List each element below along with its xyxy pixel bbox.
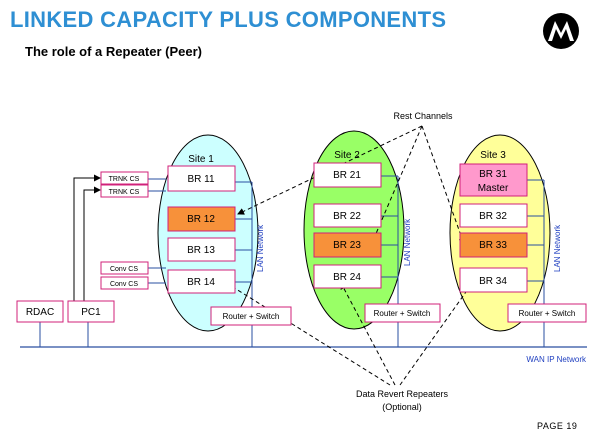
- repeater-br13: BR 13: [167, 237, 236, 262]
- master-label: Master: [478, 183, 509, 194]
- repeater-label: BR 11: [187, 174, 214, 185]
- router-label: Router + Switch: [223, 312, 280, 321]
- repeater-label: BR 14: [187, 277, 215, 288]
- repeater-label: BR 34: [479, 276, 507, 287]
- data-revert-optional-label: (Optional): [382, 402, 422, 412]
- trunked-control-station-1: TRNK CS: [100, 171, 149, 185]
- trunked-control-station-2: TRNK CS: [100, 184, 149, 198]
- conventional-control-station-1: Conv CS: [100, 261, 149, 275]
- repeater-br23: BR 23: [313, 232, 382, 258]
- site-2-router-switch: Router + Switch: [364, 303, 441, 323]
- pc1-device: PC1: [67, 300, 115, 323]
- site-3-lan: [527, 179, 545, 347]
- site-2-lan-label: LAN Network: [403, 218, 412, 266]
- motorola-logo-icon: [543, 13, 579, 49]
- repeater-br31-master: BR 31 Master: [459, 163, 528, 197]
- repeater-br14: BR 14: [167, 269, 236, 294]
- site-1-label: Site 1: [188, 154, 214, 165]
- repeater-label: BR 12: [187, 214, 215, 225]
- data-revert-label: Data Revert Repeaters: [356, 389, 449, 399]
- site-1-lan: [235, 181, 253, 347]
- device-label: PC1: [81, 307, 101, 318]
- cs-label: TRNK CS: [109, 176, 140, 183]
- cs-label: Conv CS: [110, 281, 138, 288]
- rest-channels-label: Rest Channels: [393, 111, 453, 121]
- router-label: Router + Switch: [374, 309, 431, 318]
- site-3-lan-label: LAN Network: [553, 224, 562, 272]
- repeater-br32: BR 32: [459, 203, 528, 228]
- wan-label: WAN IP Network: [526, 355, 587, 364]
- cs-links: [39, 178, 166, 347]
- rdac-device: RDAC: [16, 300, 64, 323]
- repeater-label: BR 24: [333, 272, 361, 283]
- page-number: PAGE 19: [537, 421, 578, 431]
- cs-label: TRNK CS: [109, 189, 140, 196]
- site-1-lan-label: LAN Network: [256, 224, 265, 272]
- site-3-label: Site 3: [480, 150, 506, 161]
- page-title: LINKED CAPACITY PLUS COMPONENTS: [10, 7, 447, 32]
- repeater-label: BR 22: [333, 211, 361, 222]
- conventional-control-station-2: Conv CS: [100, 276, 149, 290]
- repeater-br33: BR 33: [459, 232, 528, 258]
- device-label: RDAC: [26, 307, 54, 318]
- repeater-label: BR 13: [187, 245, 215, 256]
- repeater-br34: BR 34: [459, 267, 528, 293]
- site-2-label: Site 2: [334, 150, 360, 161]
- repeater-br11: BR 11: [167, 165, 236, 192]
- router-label: Router + Switch: [519, 309, 576, 318]
- repeater-br21: BR 21: [313, 162, 382, 188]
- site-3-router-switch: Router + Switch: [507, 303, 587, 323]
- site-1-router-switch: Router + Switch: [210, 306, 292, 326]
- page-subtitle: The role of a Repeater (Peer): [25, 44, 202, 59]
- repeater-label: BR 23: [333, 240, 361, 251]
- repeater-label: BR 21: [333, 170, 361, 181]
- data-revert-pointers: [227, 281, 474, 386]
- repeater-br24: BR 24: [313, 264, 382, 289]
- cs-label: Conv CS: [110, 266, 138, 273]
- repeater-label: BR 33: [479, 240, 507, 251]
- repeater-br22: BR 22: [313, 203, 382, 228]
- repeater-br12: BR 12: [167, 206, 236, 232]
- repeater-label: BR 32: [479, 211, 507, 222]
- site-2-lan: [381, 175, 399, 347]
- pc-to-cs-arrows: [73, 174, 101, 304]
- repeater-label: BR 31: [479, 169, 507, 180]
